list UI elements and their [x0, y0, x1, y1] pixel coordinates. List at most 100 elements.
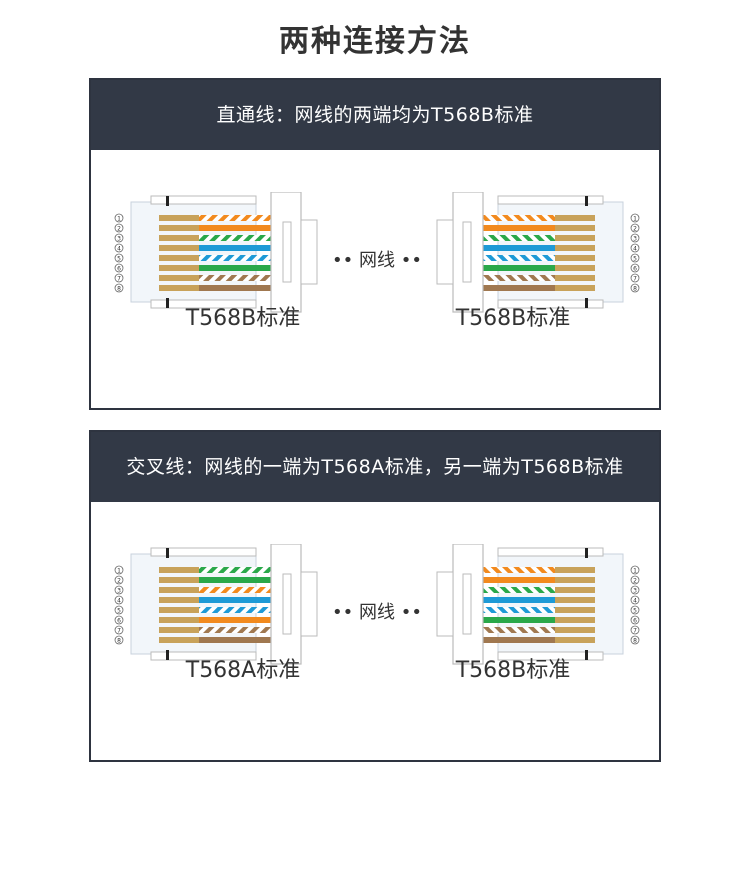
gold-contact	[159, 607, 199, 613]
pin-number-circle	[114, 575, 124, 585]
pin-number: 7	[117, 276, 121, 283]
wire-green-striped	[483, 587, 555, 593]
wire-orange-striped	[483, 567, 555, 573]
pin-number-circle	[630, 273, 640, 283]
gold-contact	[159, 225, 199, 231]
pin-number: 8	[117, 638, 121, 645]
pin-number-circle	[114, 615, 124, 625]
pin-number-circle	[114, 243, 124, 253]
wire-orange-striped	[199, 215, 271, 221]
pin-number: 4	[117, 598, 121, 605]
pin-number-circle	[630, 575, 640, 585]
pin-number: 1	[633, 216, 637, 223]
gold-contact	[555, 587, 595, 593]
gold-contact	[555, 235, 595, 241]
gold-contact	[159, 627, 199, 633]
gold-contact	[555, 567, 595, 573]
pin-number: 6	[633, 618, 637, 625]
wire-orange-striped	[199, 587, 271, 593]
pin-number-circle	[114, 273, 124, 283]
wire-orange	[199, 617, 271, 623]
wire-brown	[199, 637, 271, 643]
wire-brown	[199, 285, 271, 291]
pin-number: 2	[117, 578, 121, 585]
gold-contact	[159, 275, 199, 281]
gold-contact	[159, 597, 199, 603]
gold-contact	[555, 607, 595, 613]
left-standard-label: T568B标准	[185, 306, 301, 331]
pin-number: 5	[633, 608, 637, 615]
gold-contact	[555, 265, 595, 271]
gold-contact	[159, 587, 199, 593]
gold-contact	[555, 225, 595, 231]
gold-contact	[159, 577, 199, 583]
pin-number: 2	[117, 226, 121, 233]
pin-number: 6	[117, 266, 121, 273]
pin-number: 2	[633, 226, 637, 233]
pin-number-circle	[114, 213, 124, 223]
pin-number: 4	[633, 246, 637, 253]
pin-number: 3	[633, 236, 637, 243]
wire-green-striped	[199, 235, 271, 241]
gold-contact	[555, 597, 595, 603]
pin-number: 1	[633, 568, 637, 575]
pin-number: 4	[117, 246, 121, 253]
wire-orange	[483, 225, 555, 231]
pin-number-circle	[630, 283, 640, 293]
pin-number-circle	[630, 635, 640, 645]
gold-contact	[159, 255, 199, 261]
gold-contact	[159, 265, 199, 271]
wire-brown-striped	[199, 275, 271, 281]
pin-number-circle	[114, 223, 124, 233]
pin-number: 2	[633, 578, 637, 585]
panel-header: 交叉线：网线的一端为T568A标准，另一端为T568B标准	[91, 432, 659, 502]
pin-number: 8	[117, 286, 121, 293]
pin-number: 6	[117, 618, 121, 625]
pin-number-circle	[630, 213, 640, 223]
pin-number: 8	[633, 638, 637, 645]
gold-contact	[159, 235, 199, 241]
pin-number-circle	[630, 585, 640, 595]
pin-number: 1	[117, 216, 121, 223]
gold-contact	[159, 215, 199, 221]
gold-contact	[555, 617, 595, 623]
pin-number-circle	[114, 635, 124, 645]
wire-green-striped	[483, 235, 555, 241]
pin-number: 4	[633, 598, 637, 605]
pin-number-circle	[114, 263, 124, 273]
wire-brown	[483, 285, 555, 291]
panel-header: 直通线：网线的两端均为T568B标准	[91, 80, 659, 150]
pin-number: 5	[117, 608, 121, 615]
wire-blue	[483, 245, 555, 251]
wire-brown-striped	[483, 627, 555, 633]
pin-number: 7	[117, 628, 121, 635]
pin-number-circle	[630, 615, 640, 625]
pin-number: 5	[117, 256, 121, 263]
pin-number-circle	[114, 283, 124, 293]
pin-number-circle	[630, 625, 640, 635]
pin-number-circle	[114, 253, 124, 263]
pin-number: 5	[633, 256, 637, 263]
pin-number-circle	[114, 595, 124, 605]
pin-number-circle	[114, 605, 124, 615]
pin-number: 3	[633, 588, 637, 595]
right-standard-label: T568B标准	[455, 658, 571, 683]
wire-orange	[483, 577, 555, 583]
gold-contact	[555, 245, 595, 251]
pin-number: 6	[633, 266, 637, 273]
gold-contact	[555, 275, 595, 281]
wire-blue	[483, 597, 555, 603]
pin-number-circle	[630, 605, 640, 615]
pin-number: 1	[117, 568, 121, 575]
cable-label: •• 网线 ••	[332, 602, 422, 623]
gold-contact	[159, 245, 199, 251]
wire-blue	[199, 245, 271, 251]
pin-number-circle	[630, 595, 640, 605]
pin-number-circle	[114, 565, 124, 575]
gold-contact	[159, 285, 199, 291]
pin-number-circle	[630, 223, 640, 233]
